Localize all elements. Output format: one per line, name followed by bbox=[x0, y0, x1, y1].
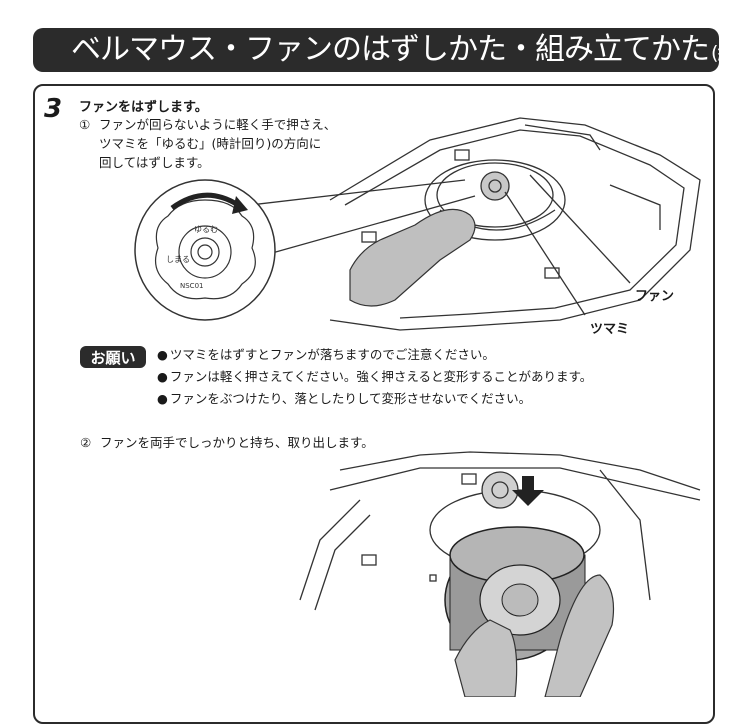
substep-1: ① ファンが回らないように軽く手で押さえ、 ツマミを「ゆるむ」(時計回り)の方向に… bbox=[79, 115, 336, 172]
illustration-knob-removal: ゆるむ しまる NSC01 bbox=[134, 117, 701, 331]
substep-2-text: ファンを両手でしっかりと持ち、取り出します。 bbox=[100, 435, 374, 450]
knob-text-loosen: ゆるむ bbox=[194, 225, 218, 234]
substep-2: ② ファンを両手でしっかりと持ち、取り出します。 bbox=[80, 432, 374, 451]
notice-item: ファンは軽く押さえてください。強く押さえると変形することがあります。 bbox=[157, 366, 592, 388]
substep-1-line-2: ツマミを「ゆるむ」(時計回り)の方向に bbox=[99, 136, 322, 151]
notice-list: ツマミをはずすとファンが落ちますのでご注意ください。 ファンは軽く押さえてくださ… bbox=[157, 344, 592, 410]
notice-item: ファンをぶつけたり、落としたりして変形させないでください。 bbox=[157, 388, 592, 410]
page-title: ベルマウス・ファンのはずしかた・組み立てかた(続き) bbox=[71, 35, 745, 65]
notice-item: ツマミをはずすとファンが落ちますのでご注意ください。 bbox=[157, 344, 592, 366]
substep-2-marker: ② bbox=[80, 435, 92, 450]
knob-text-code: NSC01 bbox=[180, 282, 203, 290]
step-heading: ファンをはずします。 bbox=[79, 100, 208, 115]
illustration-fan-removal bbox=[299, 451, 701, 697]
substep-1-line-3: 回してはずします。 bbox=[99, 155, 210, 170]
page-title-sub: (続き) bbox=[711, 42, 745, 64]
label-fan: ファン bbox=[635, 289, 675, 304]
step-number: 3 bbox=[44, 94, 63, 124]
label-knob: ツマミ bbox=[590, 322, 630, 337]
substep-1-line-1: ファンが回らないように軽く手で押さえ、 bbox=[99, 117, 337, 132]
substep-1-marker: ① bbox=[79, 117, 91, 132]
title-bar: ベルマウス・ファンのはずしかた・組み立てかた(続き) bbox=[33, 28, 745, 72]
notice-badge: お願い bbox=[80, 346, 146, 368]
knob-text-tighten: しまる bbox=[166, 255, 190, 264]
